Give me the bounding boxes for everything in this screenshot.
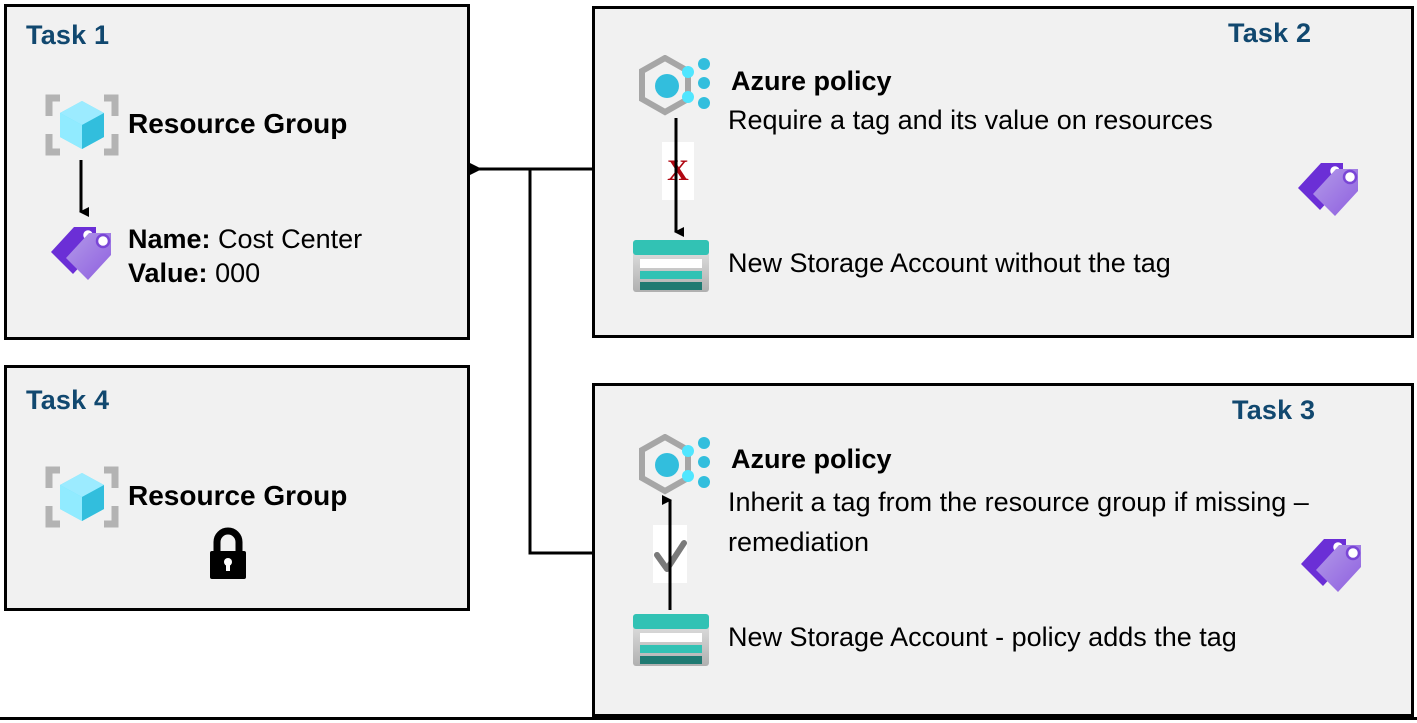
task-1-tag-name-key: Name: xyxy=(128,224,211,254)
task-3-box xyxy=(592,383,1414,717)
tag-icon xyxy=(48,216,120,286)
task-2-policy-description: Require a tag and its value on resources xyxy=(728,105,1213,135)
task-1-tag-value-key: Value: xyxy=(128,258,208,288)
deny-x-icon: X xyxy=(662,142,694,200)
task-4-resource-group-label: Resource Group xyxy=(128,480,348,511)
task-1-tag-name-row: Name: Cost Center xyxy=(128,224,362,255)
task-3-label: Task 3 xyxy=(1232,395,1316,425)
azure-policy-icon xyxy=(634,433,718,500)
lock-icon xyxy=(204,525,252,583)
task-1-tag-name-value: Cost Center xyxy=(218,224,363,254)
bottom-border xyxy=(0,717,1417,720)
allow-check-icon xyxy=(653,525,687,583)
task-3-policy-description: Inherit a tag from the resource group if… xyxy=(728,487,1309,557)
azure-policy-icon xyxy=(634,54,718,121)
resource-group-icon xyxy=(44,464,120,530)
task-2-storage-text: New Storage Account without the tag xyxy=(728,248,1171,278)
task-1-tag-value-row: Value: 000 xyxy=(128,258,260,289)
resource-group-icon xyxy=(44,92,120,158)
task-1-label: Task 1 xyxy=(26,20,110,50)
task-3-storage-text: New Storage Account - policy adds the ta… xyxy=(728,622,1237,652)
deny-x-mark: X xyxy=(667,154,689,187)
task-2-label: Task 2 xyxy=(1228,18,1312,48)
task-1-resource-group-label: Resource Group xyxy=(128,108,348,139)
tag-icon xyxy=(1298,528,1370,598)
task-1-box xyxy=(4,4,470,340)
tag-icon xyxy=(1295,152,1367,222)
task-2-box xyxy=(592,6,1414,338)
storage-account-icon xyxy=(631,612,711,668)
storage-account-icon xyxy=(631,238,711,294)
task-1-tag-value-value: 000 xyxy=(215,258,261,288)
task-3-policy-title: Azure policy xyxy=(731,444,892,474)
task3-to-task1-connector xyxy=(528,169,592,555)
task-2-policy-title: Azure policy xyxy=(731,66,892,96)
task-4-label: Task 4 xyxy=(26,385,110,415)
